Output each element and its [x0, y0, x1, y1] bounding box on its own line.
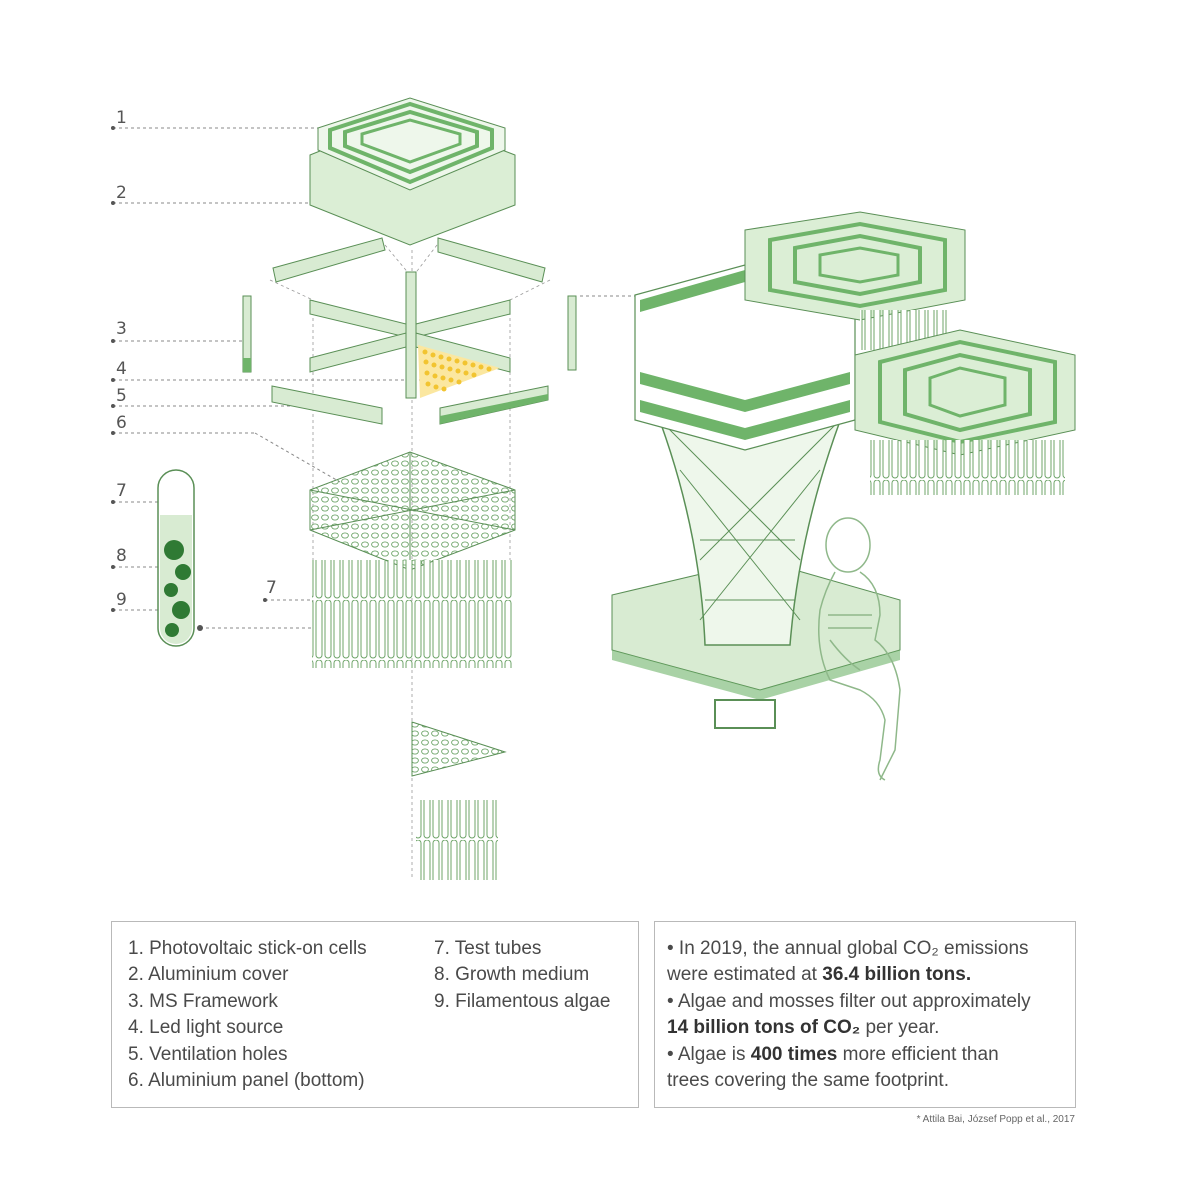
legend-item: 5. Ventilation holes	[128, 1043, 288, 1065]
callout-number-9: 9	[116, 590, 127, 610]
legend-item: 3. MS Framework	[128, 990, 278, 1012]
facts-box: • In 2019, the annual global CO₂ emissio…	[654, 921, 1076, 1108]
callout-number-7: 7	[116, 481, 127, 501]
seated-person-silhouette	[818, 517, 901, 781]
callout-leader-lines	[113, 127, 635, 629]
fact-line: trees covering the same footprint.	[667, 1070, 949, 1092]
ms-framework	[242, 237, 577, 425]
test-tube-bundle	[312, 560, 512, 668]
fact-line: • Algae is 400 times more efficient than	[667, 1043, 999, 1065]
aluminium-cover-with-pv-cells	[309, 97, 516, 246]
legend-column-left: 1. Photovoltaic stick-on cells 2. Alumin…	[128, 936, 367, 1094]
callout-number-4: 4	[116, 359, 127, 379]
legend-item: 6. Aluminium panel (bottom)	[128, 1070, 365, 1092]
legend-item: 2. Aluminium cover	[128, 964, 289, 986]
citation: * Attila Bai, József Popp et al., 2017	[916, 1114, 1075, 1125]
component-legend: 1. Photovoltaic stick-on cells 2. Alumin…	[111, 921, 639, 1108]
callout-number-6: 6	[116, 413, 127, 433]
legend-item: 1. Photovoltaic stick-on cells	[128, 938, 367, 959]
callout-dots	[111, 126, 267, 631]
hexagonal-pv-roof-module	[854, 329, 1076, 495]
legend-item: 8. Growth medium	[434, 964, 590, 986]
assembled-algae-tree	[611, 264, 901, 729]
callout-number-2: 2	[116, 183, 127, 203]
fact-line: were estimated at 36.4 billion tons.	[667, 964, 972, 986]
exploded-axonometric-diagram	[111, 97, 1076, 880]
facts-list: • In 2019, the annual global CO₂ emissio…	[667, 936, 1031, 1094]
callout-number-5: 5	[116, 386, 127, 406]
legend-item: 7. Test tubes	[434, 938, 542, 959]
legend-item: 9. Filamentous algae	[434, 990, 611, 1012]
legend-column-right: 7. Test tubes 8. Growth medium 9. Filame…	[434, 936, 610, 1015]
led-light-source	[418, 345, 500, 398]
triangular-panel-segment	[411, 721, 507, 880]
callout-number-7-bundle: 7	[266, 578, 277, 598]
fact-line: 14 billion tons of CO₂ per year.	[667, 1017, 940, 1039]
test-tube-with-algae	[157, 469, 195, 647]
legend-item: 4. Led light source	[128, 1017, 284, 1039]
callout-number-1: 1	[116, 108, 127, 128]
callout-number-3: 3	[116, 319, 127, 339]
callout-number-8: 8	[116, 546, 127, 566]
fact-line: • Algae and mosses filter out approximat…	[667, 990, 1031, 1012]
aluminium-panel-bottom	[309, 451, 516, 571]
fact-line: • In 2019, the annual global CO₂ emissio…	[667, 938, 1029, 959]
